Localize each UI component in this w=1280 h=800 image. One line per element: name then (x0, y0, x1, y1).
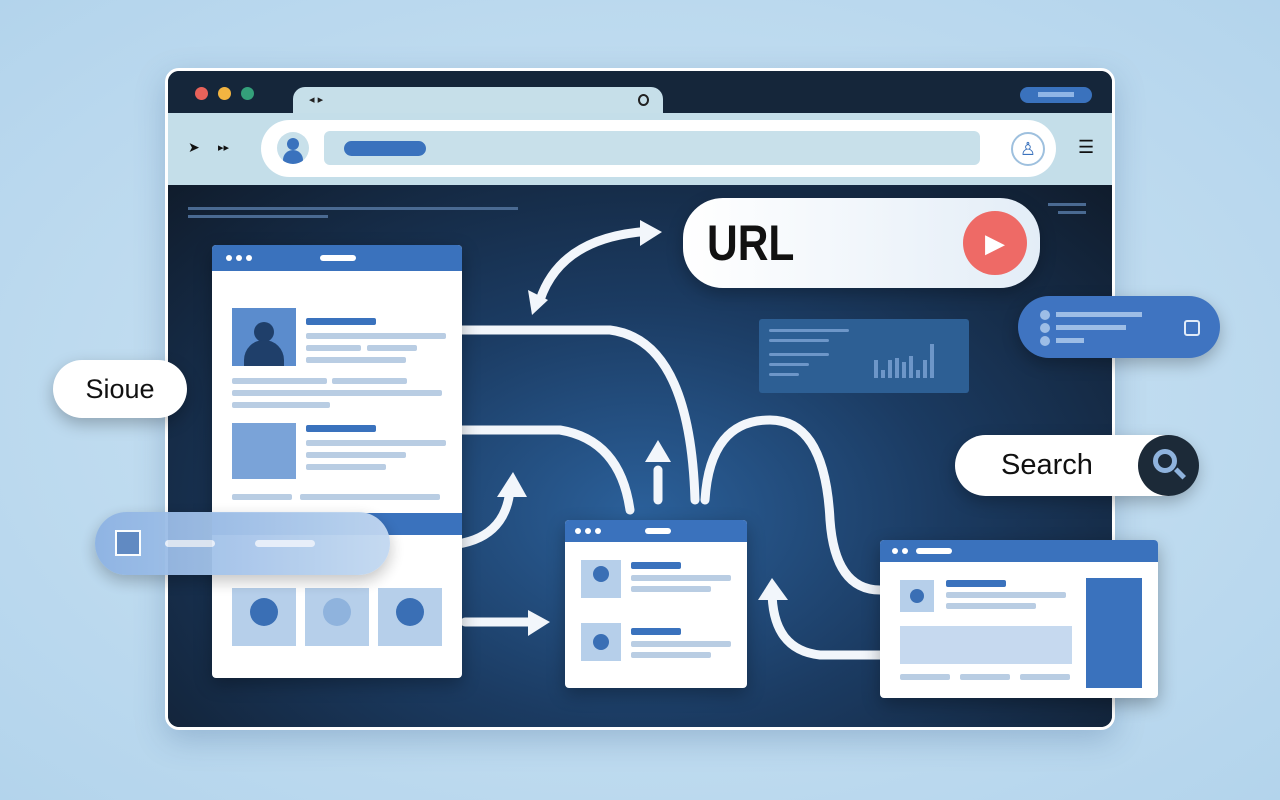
blurred-toolbar-pill[interactable] (95, 512, 390, 575)
maximize-button[interactable] (241, 87, 254, 100)
avatar-image (581, 560, 621, 598)
browser-tab[interactable]: ◂ ▸ (293, 87, 663, 115)
bar-chart-icon (874, 344, 934, 378)
avatar-3 (378, 588, 442, 646)
avatar-image (232, 308, 296, 366)
search-label: Search (1001, 449, 1093, 481)
side-label: Sioue (85, 373, 155, 404)
search-icon[interactable] (1138, 435, 1199, 496)
reload-icon[interactable] (638, 94, 649, 106)
chart-panel (759, 319, 969, 393)
close-button[interactable] (195, 87, 208, 100)
list-pill[interactable] (1018, 296, 1220, 358)
url-field[interactable] (324, 131, 980, 165)
user-icon[interactable] (277, 132, 309, 164)
profile-icon[interactable]: ♙ (1011, 132, 1045, 166)
back-forward-icon[interactable]: ◂ ▸ (309, 94, 324, 106)
url-pill[interactable]: URL ▶ (683, 198, 1040, 288)
play-icon[interactable]: ▶ (963, 211, 1027, 275)
back-icon[interactable]: ➤ (188, 139, 200, 155)
minimize-button[interactable] (218, 87, 231, 100)
hamburger-icon[interactable]: ☰ (1078, 137, 1095, 157)
card-header (212, 245, 462, 271)
forward-icon[interactable]: ▸▸ (218, 142, 230, 154)
toolbar: ➤ ▸▸ ♙ ☰ (168, 113, 1112, 185)
avatar-2 (305, 588, 369, 646)
avatar-1 (232, 588, 296, 646)
page-card-right[interactable] (880, 540, 1158, 698)
title-bar: ◂ ▸ (168, 71, 1112, 115)
page-card-middle[interactable] (565, 520, 747, 688)
box-icon[interactable] (1184, 320, 1200, 336)
url-label: URL (707, 215, 795, 271)
side-label-pill[interactable]: Sioue (53, 360, 187, 418)
image-thumb (232, 423, 296, 479)
page-card-left[interactable] (212, 245, 462, 678)
lock-icon (115, 530, 141, 556)
search-pill[interactable]: Search (955, 435, 1199, 496)
address-bar[interactable]: ♙ (261, 120, 1056, 177)
window-action-button[interactable] (1020, 87, 1092, 103)
